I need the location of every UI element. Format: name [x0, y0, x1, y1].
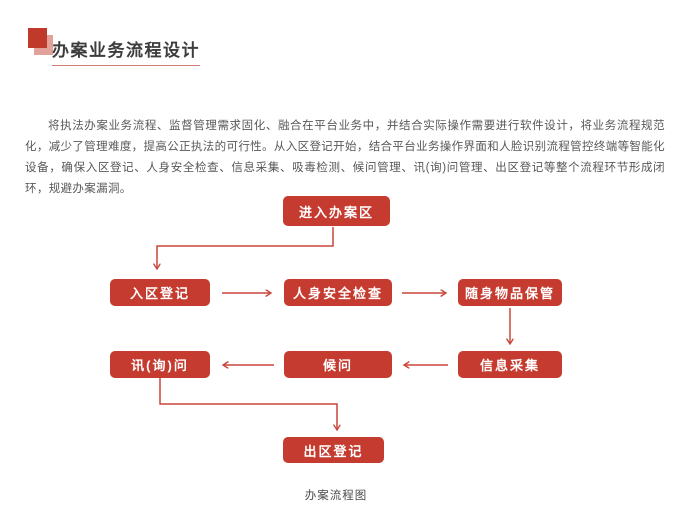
- flow-node-enter-area: 进入办案区: [283, 196, 390, 226]
- connector-interrogation-to-exit: [159, 378, 337, 430]
- intro-paragraph: 将执法办案业务流程、监督管理需求固化、融合在平台业务中，并结合实际操作需要进行软…: [25, 119, 665, 195]
- flow-node-waiting: 候问: [284, 351, 392, 378]
- flow-node-exit-register: 出区登记: [283, 437, 384, 463]
- bullet-square: [28, 28, 47, 48]
- flow-node-entry-register: 入区登记: [110, 279, 210, 306]
- flow-node-safety-check: 人身安全检查: [284, 279, 392, 306]
- flow-node-info-collection: 信息采集: [458, 351, 562, 378]
- flow-node-interrogation: 讯(询)问: [110, 351, 210, 378]
- red-square-bullet-icon: [28, 28, 54, 57]
- flow-node-belongings-storage: 随身物品保管: [458, 279, 562, 306]
- page-title: 办案业务流程设计: [52, 36, 200, 67]
- flowchart-caption: 办案流程图: [304, 490, 368, 502]
- connector-enter-to-entry: [157, 227, 334, 269]
